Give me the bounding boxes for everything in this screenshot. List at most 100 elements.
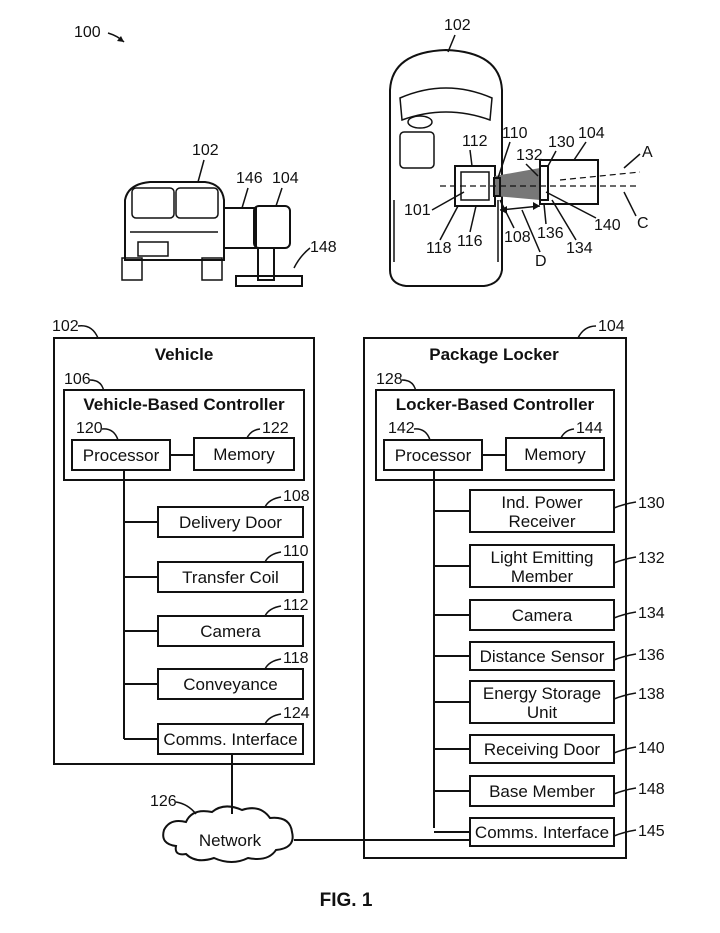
vehicle-block: 102 Vehicle 106 Vehicle-Based Controller… (52, 318, 315, 765)
vbc-ref: 106 (64, 371, 91, 388)
ref-148-side: 148 (310, 239, 337, 256)
locker-component-ref: 134 (638, 605, 665, 622)
vehicle-component-label: Conveyance (183, 675, 278, 694)
locker-component-ref: 140 (638, 740, 665, 757)
ref-100-arrowhead (117, 36, 124, 42)
leader-112-top (469, 149, 473, 167)
vehicle-component-box (157, 668, 304, 700)
locker-component-ref: 148 (638, 781, 665, 798)
van-top-view: 102 112 110 13 (389, 17, 653, 287)
locker-component-ref-leader (613, 556, 637, 564)
locker-memory-box (505, 437, 605, 471)
vehicle-component-ref: 118 (283, 650, 309, 667)
illustration: 100 102 146 104 148 (74, 17, 653, 287)
locker-component-box (469, 641, 615, 671)
locker-side (253, 205, 291, 249)
van-top-wheel (407, 115, 433, 129)
transfer-tunnel (223, 207, 257, 249)
leader-D (521, 209, 541, 253)
ref-108-top: 108 (504, 229, 531, 246)
leader-134-top (551, 199, 577, 241)
locker-component-box (469, 544, 615, 588)
vehicle-component-box (157, 723, 304, 755)
vehicle-component-label: Transfer Coil (182, 568, 279, 587)
locker-component-ref: 130 (638, 495, 665, 512)
vehicle-component-box (157, 615, 304, 647)
lbc-ref: 128 (376, 371, 403, 388)
locker-title: Package Locker (429, 345, 559, 364)
leader-C (623, 191, 637, 217)
ref-102-top: 102 (444, 17, 471, 34)
receiving-door-top (539, 165, 549, 201)
locker-component-label-line1: Light Emitting (491, 548, 594, 567)
locker-component-label-line1: Ind. Power (501, 493, 583, 512)
ref-101-top: 101 (404, 202, 431, 219)
ref-102-side: 102 (192, 142, 219, 159)
locker-component-ref: 132 (638, 550, 665, 567)
ref-130-top: 130 (548, 134, 575, 151)
van-wheel-right (201, 257, 223, 281)
vehicle-component-label: Delivery Door (179, 513, 282, 532)
vehicle-component-ref-leader (264, 496, 282, 508)
locker-component-label: Distance Sensor (480, 647, 605, 666)
vehicle-processor-box (71, 439, 171, 471)
ref-140-top: 140 (594, 217, 621, 234)
locker-component-box (469, 775, 615, 807)
locker-component-ref: 138 (638, 686, 665, 703)
van-plate (137, 241, 169, 257)
vehicle-title: Vehicle (155, 345, 214, 364)
figure-caption: FIG. 1 (320, 890, 373, 911)
locker-component-label: Comms. Interface (475, 823, 609, 842)
van-windshield-right (175, 187, 219, 219)
vehicle-component-ref: 112 (283, 597, 309, 614)
vehicle-component-ref: 108 (283, 488, 310, 505)
leader-118-top (439, 205, 459, 241)
locker-component-label: Base Member (489, 782, 595, 801)
locker-component-label-line2: Receiver (508, 512, 575, 531)
vehicle-component-ref-leader (264, 551, 282, 563)
locker-component-ref-leader (613, 611, 637, 619)
vproc-ref-leader (101, 428, 119, 441)
network-cloud (162, 805, 294, 863)
ref-110-top: 110 (502, 125, 528, 142)
lproc-ref-leader (413, 428, 431, 441)
ref-D: D (535, 253, 547, 270)
van-top-seat (399, 131, 435, 169)
locker-ref: 104 (598, 318, 625, 335)
vbc-title: Vehicle-Based Controller (83, 395, 285, 414)
lproc-ref: 142 (388, 420, 415, 437)
light-beam (495, 168, 540, 200)
vehicle-component-ref-leader (264, 658, 282, 670)
network-group: 126 Network (150, 754, 470, 863)
locker-component-label-line1: Energy Storage (483, 684, 601, 703)
locker-component-label-line2: Unit (527, 703, 558, 722)
vehicle-component-box (157, 506, 304, 538)
leader-130-top (547, 150, 557, 167)
locker-component-box (469, 599, 615, 631)
leader-101-top (431, 191, 465, 211)
leader-104-side (275, 187, 283, 207)
locker-component-box (469, 734, 615, 764)
locker-memory-label: Memory (524, 445, 586, 464)
locker-component-label: Camera (512, 606, 573, 625)
locker-component-box (469, 817, 615, 847)
ref-112-top: 112 (462, 133, 488, 150)
ref-100: 100 (74, 24, 101, 41)
ref-146: 146 (236, 170, 263, 187)
van-windshield-left (131, 187, 175, 219)
locker-component-label: Receiving Door (484, 740, 601, 759)
leader-116-top (469, 205, 477, 233)
leader-104-top (573, 141, 587, 161)
locker-block: 104 Package Locker 128 Locker-Based Cont… (363, 318, 665, 859)
axis-line-a (559, 171, 641, 181)
leader-140-top (545, 191, 597, 219)
vproc-ref: 120 (76, 420, 103, 437)
locker-component-ref: 136 (638, 647, 665, 664)
locker-component-ref-leader (613, 746, 637, 754)
vehicle-processor-label: Processor (83, 446, 160, 465)
ref-104-side: 104 (272, 170, 299, 187)
vehicle-ref-leader (77, 325, 99, 339)
vehicle-component-ref: 110 (283, 543, 309, 560)
